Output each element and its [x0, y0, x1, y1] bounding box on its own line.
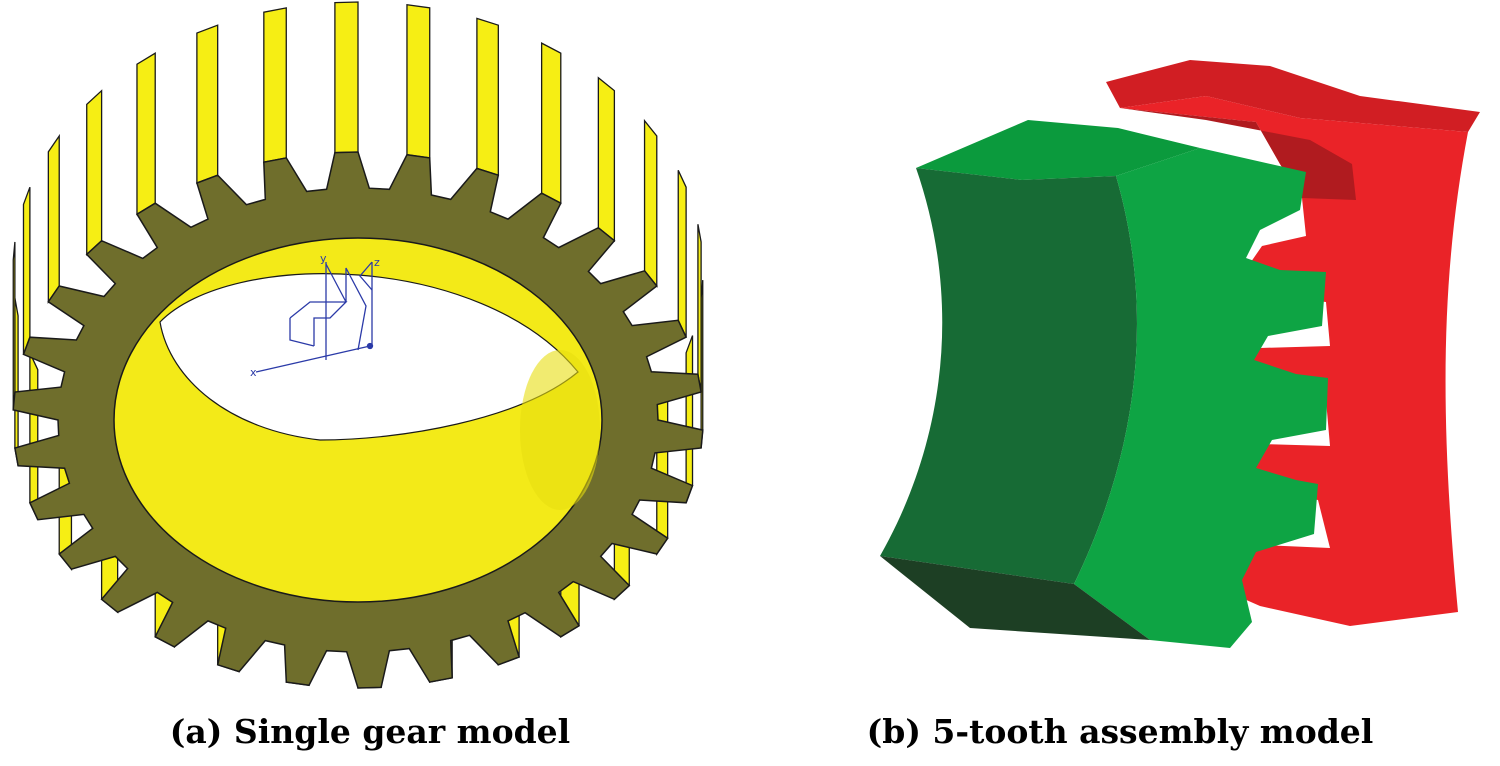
gear-bore-shading	[520, 350, 600, 510]
gear-tooth-face	[196, 24, 219, 184]
gear-tooth-face	[643, 118, 658, 288]
gear-tooth-face	[136, 52, 156, 216]
five-tooth-assembly-model	[880, 60, 1480, 648]
axis-y-label: y	[320, 252, 327, 265]
green-segment-dark-face	[880, 168, 1137, 584]
green-segment-light-face	[1074, 148, 1328, 648]
green-segment-top	[916, 120, 1200, 180]
red-segment-top	[1106, 60, 1480, 132]
coordinate-triad	[255, 261, 374, 373]
gear-tooth-face	[86, 89, 103, 256]
gear-tooth-face	[12, 241, 16, 410]
axis-x-label: x	[250, 366, 257, 379]
green-segment-bottom	[880, 556, 1150, 640]
panel-five-tooth-assembly: (b) 5-tooth assembly model	[740, 0, 1500, 766]
panel-single-gear: x y z (a) Single gear model	[0, 0, 740, 766]
axis-z-label: z	[374, 256, 380, 269]
gear-tooth-face	[697, 224, 702, 393]
gear-tooth-face	[22, 186, 31, 355]
gear-tooth-face	[47, 133, 60, 304]
gear-bore-far-wall	[159, 273, 579, 441]
gear-tooth-face	[685, 335, 694, 504]
single-gear-model: x y z	[12, 1, 704, 689]
gear-tooth-face	[29, 352, 39, 520]
red-segment-body	[1120, 96, 1468, 626]
green-gear-segment	[880, 120, 1328, 648]
gear-tooth-face	[476, 17, 499, 177]
caption-five-tooth-assembly: (b) 5-tooth assembly model	[866, 712, 1374, 751]
gear-tooth-face	[263, 7, 287, 163]
gear-tooth-face	[334, 1, 359, 154]
gear-tooth-face	[406, 3, 431, 159]
gear-tooth-face	[540, 42, 562, 205]
gear-tooth-face	[597, 76, 616, 243]
caption-single-gear: (a) Single gear model	[169, 712, 571, 751]
gear-tooth-face	[677, 170, 687, 338]
